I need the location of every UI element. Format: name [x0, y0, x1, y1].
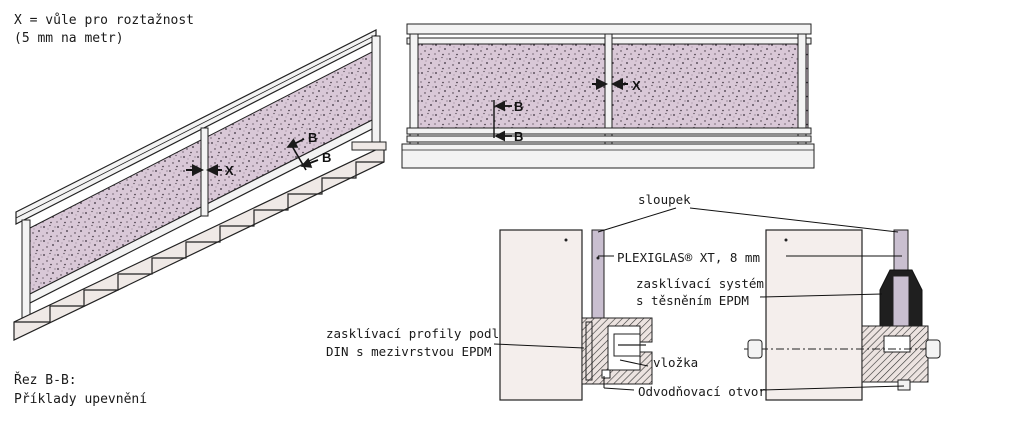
plexiglas-label: PLEXIGLAS® XT, 8 mm — [617, 250, 760, 265]
profiles-label-2: DIN s mezivrstvou EPDM — [326, 344, 492, 359]
section-detail-glazing-system — [744, 229, 941, 401]
elevation-top-rail — [406, 23, 812, 35]
glazing-system-label-2: s těsněním EPDM — [636, 293, 749, 308]
section-detail-profiles — [493, 229, 653, 401]
expansion-note-line1: X = vůle pro roztažnost — [14, 13, 195, 28]
stair-x-marker: X — [225, 163, 234, 178]
stair-post-right — [371, 35, 381, 147]
elevation-floor-slab — [401, 143, 815, 169]
detail2-wall — [765, 229, 863, 401]
stair-post-left — [21, 219, 31, 323]
elevation-x-marker: X — [632, 78, 641, 93]
profiles-label-1: zasklívací profily podle — [326, 326, 507, 341]
drain-label: Odvodňovací otvor — [638, 384, 766, 399]
elevation-view: X B B — [401, 23, 815, 169]
section-subtitle: Příklady upevnění — [14, 392, 148, 407]
stair-b-marker-top: B — [308, 130, 317, 145]
detail1-wall — [499, 229, 583, 401]
elevation-b-marker-top: B — [514, 99, 523, 114]
glazing-system-label-1: zasklívací systém — [636, 276, 764, 291]
detail2-base-block — [861, 325, 929, 383]
stair-steps — [14, 161, 384, 323]
insert-label: vložka — [653, 355, 699, 370]
section-title: Řez B-B: — [14, 373, 77, 388]
expansion-note-line2: (5 mm na metr) — [14, 31, 124, 46]
post-label: sloupek — [638, 192, 691, 207]
elevation-lower-rail — [406, 127, 812, 135]
stair-railing-view: X B B — [13, 29, 387, 341]
stair-post-middle — [200, 127, 209, 217]
stair-b-marker-bottom: B — [322, 150, 331, 165]
elevation-b-marker-bottom: B — [514, 129, 523, 144]
